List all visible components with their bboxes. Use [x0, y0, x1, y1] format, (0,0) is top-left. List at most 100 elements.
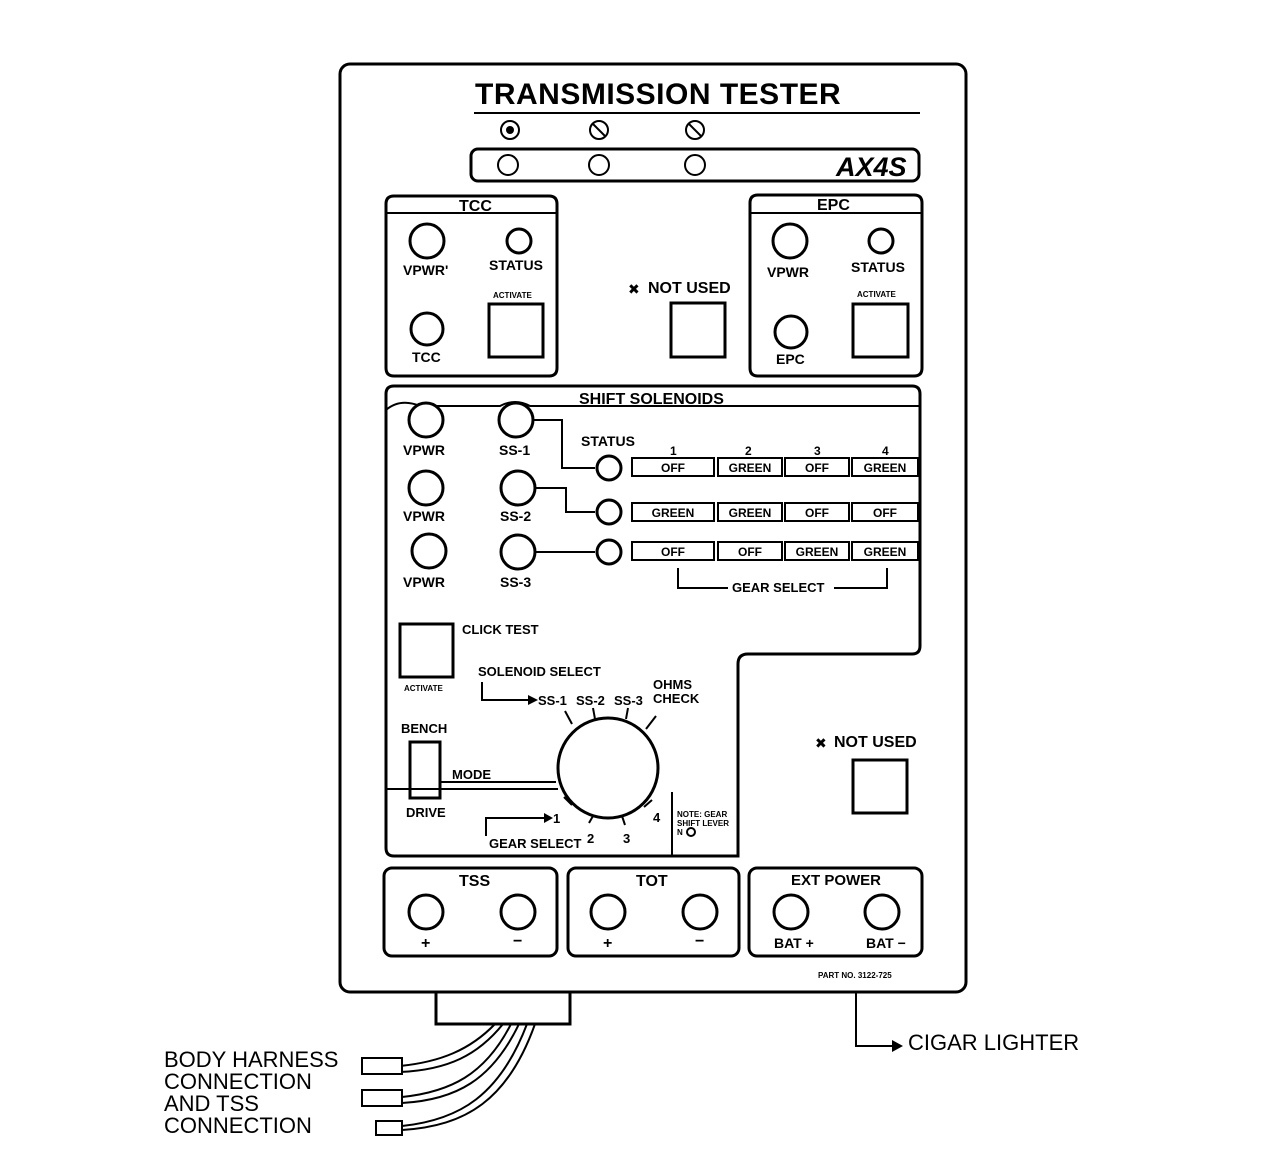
- truth-table-cell: [717, 541, 783, 561]
- epc-vpwr-jack[interactable]: [771, 222, 809, 260]
- harness-label-line3: AND TSS: [164, 1091, 259, 1116]
- gear-select-arrow: [485, 817, 544, 836]
- truth-table-cell: [631, 457, 715, 477]
- gear-column-number: 2: [745, 444, 752, 458]
- not-used-button[interactable]: [669, 301, 727, 359]
- gear-column-number: 1: [670, 444, 677, 458]
- solenoid-select-arrow: [481, 682, 528, 701]
- ss-vpwr-label-1: VPWR: [403, 442, 445, 458]
- truth-table-cell: [784, 457, 850, 477]
- tss-plus-jack[interactable]: [407, 893, 445, 931]
- truth-table-cell: [784, 541, 850, 561]
- tcc-status-lamp: [505, 227, 533, 255]
- ext-power-minus-jack[interactable]: [863, 893, 901, 931]
- harness-plug: [361, 1057, 403, 1075]
- ss2-connector: [535, 487, 595, 513]
- click-test-label: CLICK TEST: [462, 622, 539, 637]
- gear-select-position: 2: [587, 831, 594, 846]
- tcc-vpwr-jack[interactable]: [408, 222, 446, 260]
- note-line1: NOTE: GEAR: [677, 810, 727, 819]
- harness-plug: [375, 1120, 403, 1136]
- solenoid-select-label: SOLENOID SELECT: [478, 664, 601, 679]
- truth-table-cell: [851, 541, 919, 561]
- epc-vpwr-label: VPWR: [767, 264, 809, 280]
- not-used-button-2[interactable]: [851, 758, 909, 815]
- ohms-check-label-line2: CHECK: [653, 691, 700, 706]
- tot-minus-jack[interactable]: [681, 893, 719, 931]
- truth-table-value: GREEN: [729, 506, 772, 520]
- truth-table-value: GREEN: [864, 545, 907, 559]
- tot-plus-label: +: [603, 935, 612, 952]
- harness-label-line1: BODY HARNESS: [164, 1047, 338, 1072]
- ext-power-plus-label: BAT +: [774, 935, 814, 951]
- tcc-status-label: STATUS: [489, 257, 543, 273]
- truth-table-value: GREEN: [796, 545, 839, 559]
- click-test-button[interactable]: [398, 622, 455, 679]
- tcc-jack-label: TCC: [412, 349, 441, 365]
- ss-vpwr-jack-3[interactable]: [410, 532, 448, 570]
- solenoid-select-position: SS-1: [538, 693, 567, 708]
- truth-table-cell: [717, 457, 783, 477]
- harness-label-line2: CONNECTION: [164, 1069, 312, 1094]
- truth-table-value: OFF: [873, 506, 897, 520]
- ss-vpwr-jack-1[interactable]: [407, 401, 445, 439]
- ss-vpwr-label-2: VPWR: [403, 508, 445, 524]
- harness-label-line4: CONNECTION: [164, 1113, 312, 1138]
- truth-table-value: GREEN: [729, 461, 772, 475]
- tcc-section: TCC VPWR' STATUS ACTIVATE TCC: [384, 194, 559, 378]
- selector-knob-ticks: [563, 707, 657, 826]
- gear-select-bracket-label: GEAR SELECT: [732, 580, 825, 595]
- truth-table-cell: [851, 502, 919, 522]
- tcc-header: TCC: [459, 198, 492, 215]
- tcc-activate-button[interactable]: [487, 302, 545, 359]
- solenoid-select-position: SS-2: [576, 693, 605, 708]
- ext-power-plus-jack[interactable]: [772, 893, 810, 931]
- ss-vpwr-label-3: VPWR: [403, 574, 445, 590]
- gear-select-bracket: [677, 568, 888, 589]
- shift-solenoids-header: SHIFT SOLENOIDS: [579, 391, 724, 408]
- ss2-status-lamp: [595, 498, 623, 526]
- truth-table-cell: [784, 502, 850, 522]
- note-line3: N: [677, 828, 683, 837]
- note-line2: SHIFT LEVER: [677, 819, 729, 828]
- panel-title: TRANSMISSION TESTER: [475, 78, 841, 111]
- gear-select-position: 4: [653, 810, 661, 825]
- harness-plug: [361, 1089, 403, 1107]
- epc-activate-button[interactable]: [851, 302, 910, 359]
- epc-jack-label: EPC: [776, 351, 805, 367]
- ss-vpwr-jack-2[interactable]: [407, 469, 445, 507]
- gear-select-label: GEAR SELECT: [489, 836, 582, 851]
- truth-table-cell: [717, 502, 783, 522]
- ss2-jack[interactable]: [499, 469, 537, 507]
- truth-table-value: OFF: [661, 461, 685, 475]
- tss-minus-jack[interactable]: [499, 893, 537, 931]
- solenoid-select-position: SS-3: [614, 693, 643, 708]
- ext-power-section: EXT POWER BAT + BAT −: [747, 866, 924, 958]
- harness-connector-block: [434, 990, 572, 1026]
- ss1-jack[interactable]: [497, 401, 535, 439]
- tot-section: TOT + −: [566, 866, 741, 958]
- tot-plus-jack[interactable]: [589, 893, 627, 931]
- indicator-lamp: [588, 154, 610, 176]
- epc-header: EPC: [817, 197, 850, 214]
- epc-status-lamp: [867, 227, 895, 255]
- not-used-label-2: NOT USED: [834, 734, 917, 751]
- ohms-check-label-line1: OHMS: [653, 677, 692, 692]
- tcc-vpwr-label: VPWR': [403, 262, 448, 278]
- harness-wires: [399, 1023, 536, 1131]
- mode-label: MODE: [452, 767, 491, 782]
- ss3-jack[interactable]: [499, 533, 537, 571]
- truth-table-value: OFF: [805, 506, 829, 520]
- truth-table-value: OFF: [661, 545, 685, 559]
- cigar-lighter-label: CIGAR LIGHTER: [908, 1030, 1079, 1055]
- truth-table-value: GREEN: [652, 506, 695, 520]
- tot-header: TOT: [636, 873, 668, 890]
- tss-plus-label: +: [421, 935, 430, 952]
- tcc-activate-label: ACTIVATE: [493, 291, 532, 300]
- tss-section: TSS + −: [382, 866, 559, 958]
- epc-jack[interactable]: [773, 314, 809, 350]
- tcc-jack[interactable]: [409, 311, 445, 347]
- selector-knob[interactable]: [556, 716, 660, 820]
